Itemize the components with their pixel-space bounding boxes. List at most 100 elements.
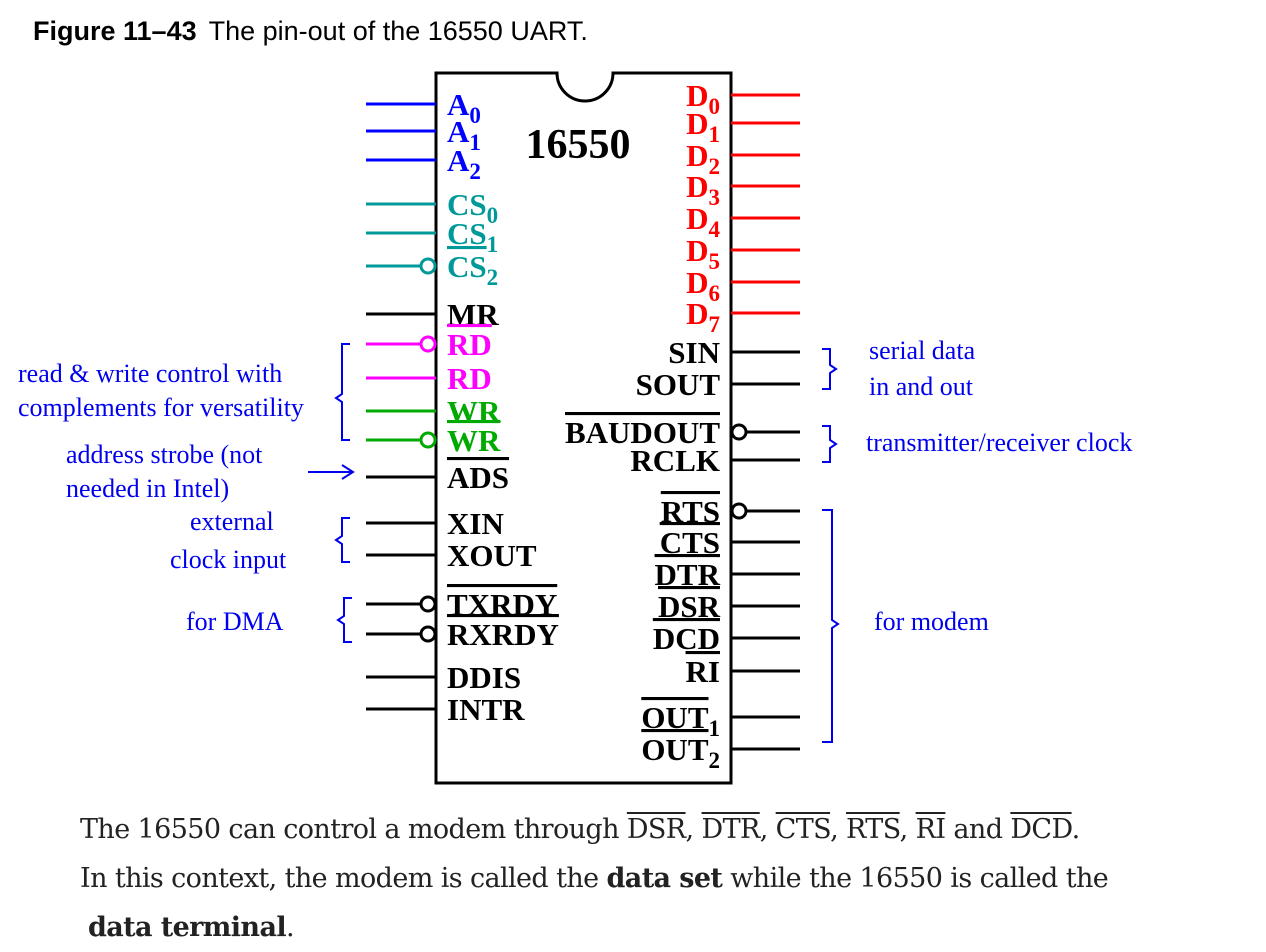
brace-txrx	[822, 425, 838, 463]
pin-wr-inversion-bubble	[419, 431, 437, 449]
pin-name: OUT	[641, 732, 709, 767]
annotation-clk-2: clock input	[170, 545, 287, 574]
pin-name: RI	[686, 654, 720, 689]
pin-name: SOUT	[636, 367, 721, 402]
pin-subscript: 1	[487, 232, 499, 257]
signal-cts: CTS	[775, 814, 831, 845]
description-paragraph: The 16550 can control a modem through DS…	[80, 805, 1266, 952]
pin-name: CS	[447, 187, 487, 222]
pin-name: A	[447, 114, 470, 149]
signal-dsr: DSR	[626, 814, 686, 845]
pin-d3-label: D3	[686, 169, 720, 210]
text: The 16550 can control a modem through	[80, 814, 627, 845]
annotation-ads-1: address strobe (not	[66, 440, 263, 469]
pin-name: WR	[447, 423, 501, 458]
text: ,	[759, 814, 776, 845]
pin-cs1-label: CS1	[447, 216, 498, 257]
annotation-serial-2: in and out	[869, 372, 974, 401]
pin-name: CS	[447, 216, 487, 251]
pin-name: A	[447, 143, 470, 178]
pin-txrdy-inversion-bubble	[419, 595, 437, 613]
pin-name: A	[447, 87, 470, 122]
pin-name: RD	[447, 327, 492, 362]
text: .	[1071, 814, 1081, 845]
pin-subscript: 2	[487, 265, 499, 290]
pin-subscript: 6	[709, 281, 721, 306]
annotation-clk-1: external	[190, 507, 274, 536]
pin-dsr-label: DSR	[658, 589, 721, 624]
term-data-set: data set	[606, 863, 723, 894]
annotation-rw-1: read & write control with	[18, 359, 282, 388]
pin-name: TXRDY	[447, 587, 557, 622]
pin-name: XOUT	[447, 538, 537, 573]
pin-subscript: 2	[709, 154, 721, 179]
text: ,	[830, 814, 847, 845]
pin-out2-label: OUT2	[641, 732, 720, 773]
pin-name: CTS	[660, 525, 720, 560]
pin-name: RXRDY	[447, 617, 559, 652]
brace-rw	[334, 343, 350, 441]
pin-dcd-label: DCD	[653, 621, 720, 656]
signal-ri: RI	[915, 814, 946, 845]
pin-name: INTR	[447, 692, 525, 727]
pin-wr-label: WR	[447, 423, 501, 458]
pin-baudout-label: BAUDOUT	[565, 415, 720, 450]
pins: A0A1A2CS0CS1CS2MRRDRDWRWRADSXINXOUTTXRDY…	[366, 78, 800, 773]
pin-subscript: 0	[469, 103, 481, 128]
pin-name: RTS	[661, 494, 720, 529]
pin-name: MR	[447, 297, 499, 332]
pin-ddis-label: DDIS	[447, 660, 521, 695]
pin-subscript: 4	[709, 217, 721, 242]
pin-subscript: 1	[469, 130, 481, 155]
figure-number: Figure 11–43	[33, 16, 197, 46]
signal-dtr: DTR	[701, 814, 761, 845]
annotation-modem: for modem	[874, 607, 989, 636]
pin-name: D	[686, 265, 708, 300]
text: ,	[685, 814, 702, 845]
pin-dtr-label: DTR	[655, 557, 721, 592]
pin-d6-label: D6	[686, 265, 720, 306]
brace-clk	[334, 517, 350, 563]
pin-wr-label: WR	[447, 394, 501, 429]
pin-name: DDIS	[447, 660, 521, 695]
pin-cs0-label: CS0	[447, 187, 498, 228]
pin-ri-label: RI	[686, 654, 720, 689]
pin-name: D	[686, 201, 708, 236]
pin-xout-label: XOUT	[447, 538, 537, 573]
pin-name: RCLK	[630, 443, 720, 478]
chip-body	[434, 71, 733, 785]
pin-intr-label: INTR	[447, 692, 525, 727]
pin-rxrdy-label: RXRDY	[447, 617, 559, 652]
signal-rts: RTS	[846, 814, 900, 845]
pin-cs2-inversion-bubble	[419, 257, 437, 275]
pin-name: BAUDOUT	[565, 415, 720, 450]
pin-name: DCD	[653, 621, 720, 656]
pin-subscript: 1	[709, 716, 721, 741]
pin-subscript: 3	[709, 185, 721, 210]
annotation-txrx-clock: transmitter/receiver clock	[866, 428, 1132, 457]
pin-a1-label: A1	[447, 114, 481, 155]
pin-rts-label: RTS	[661, 494, 720, 529]
pin-d0-label: D0	[686, 78, 720, 119]
pin-name: SIN	[668, 335, 720, 370]
text: while the 16550 is called the	[722, 863, 1109, 894]
pin-rd-label: RD	[447, 327, 492, 362]
pin-sin-label: SIN	[668, 335, 720, 370]
pin-name: DTR	[655, 557, 721, 592]
pin-txrdy-label: TXRDY	[447, 587, 557, 622]
pin-subscript: 5	[709, 249, 721, 274]
pin-sout-label: SOUT	[636, 367, 721, 402]
arrow-ads	[308, 464, 355, 480]
pin-rd-inversion-bubble	[419, 335, 437, 353]
pin-name: D	[686, 106, 708, 141]
pin-ads-label: ADS	[447, 460, 509, 495]
pin-name: D	[686, 138, 708, 173]
pin-mr-label: MR	[447, 297, 499, 332]
pin-rxrdy-inversion-bubble	[419, 625, 437, 643]
pin-xin-label: XIN	[447, 506, 504, 541]
annotation-serial-1: serial data	[869, 336, 976, 365]
pin-rclk-label: RCLK	[630, 443, 720, 478]
pin-name: ADS	[447, 460, 509, 495]
pin-name: D	[686, 169, 708, 204]
